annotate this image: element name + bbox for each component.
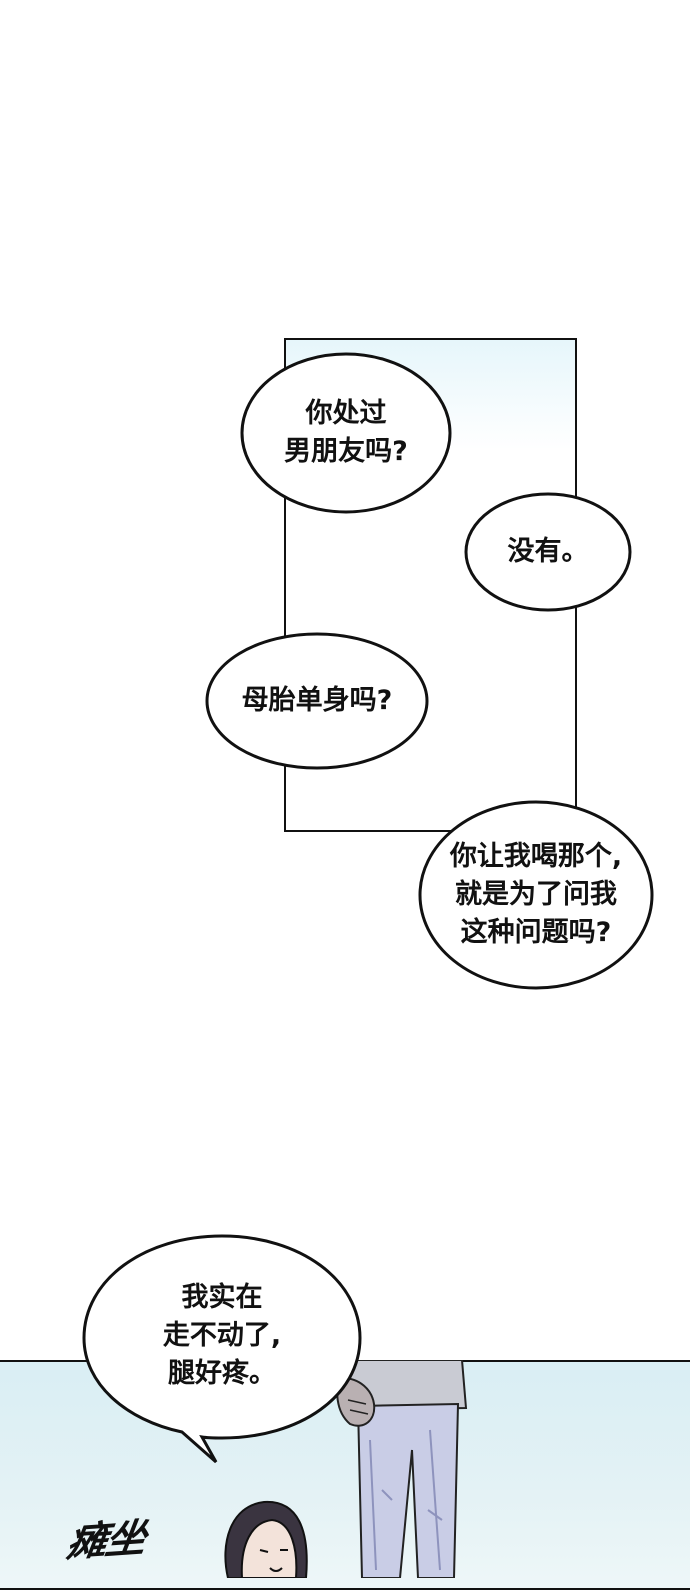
bubble-4-text: 你让我喝那个, 就是为了问我 这种问题吗? bbox=[449, 841, 623, 948]
speech-bubble-4: 你让我喝那个, 就是为了问我 这种问题吗? bbox=[418, 800, 654, 990]
speech-bubble-3: 母胎单身吗? bbox=[205, 632, 429, 770]
bubble-3-text: 母胎单身吗? bbox=[241, 685, 393, 716]
bubble-outline bbox=[82, 1234, 362, 1464]
bubble-outline bbox=[240, 352, 452, 514]
speech-bubble-2: 没有。 bbox=[464, 492, 632, 612]
speech-bubble-5: 我实在 走不动了, 腿好疼。 bbox=[82, 1234, 362, 1464]
speech-bubble-1: 你处过 男朋友吗? bbox=[240, 352, 452, 514]
bubble-outline bbox=[418, 800, 654, 990]
bubble-5-text: 我实在 走不动了, 腿好疼。 bbox=[162, 1282, 282, 1389]
bubble-2-text: 没有。 bbox=[507, 536, 589, 567]
sound-effect-text: 瘫坐 bbox=[63, 1514, 148, 1567]
bubble-1-text: 你处过 男朋友吗? bbox=[284, 398, 408, 467]
bubble-outline bbox=[205, 632, 429, 770]
bubble-outline bbox=[464, 492, 632, 612]
standing-person-legs bbox=[336, 1360, 468, 1578]
sitting-girl bbox=[224, 1500, 308, 1578]
